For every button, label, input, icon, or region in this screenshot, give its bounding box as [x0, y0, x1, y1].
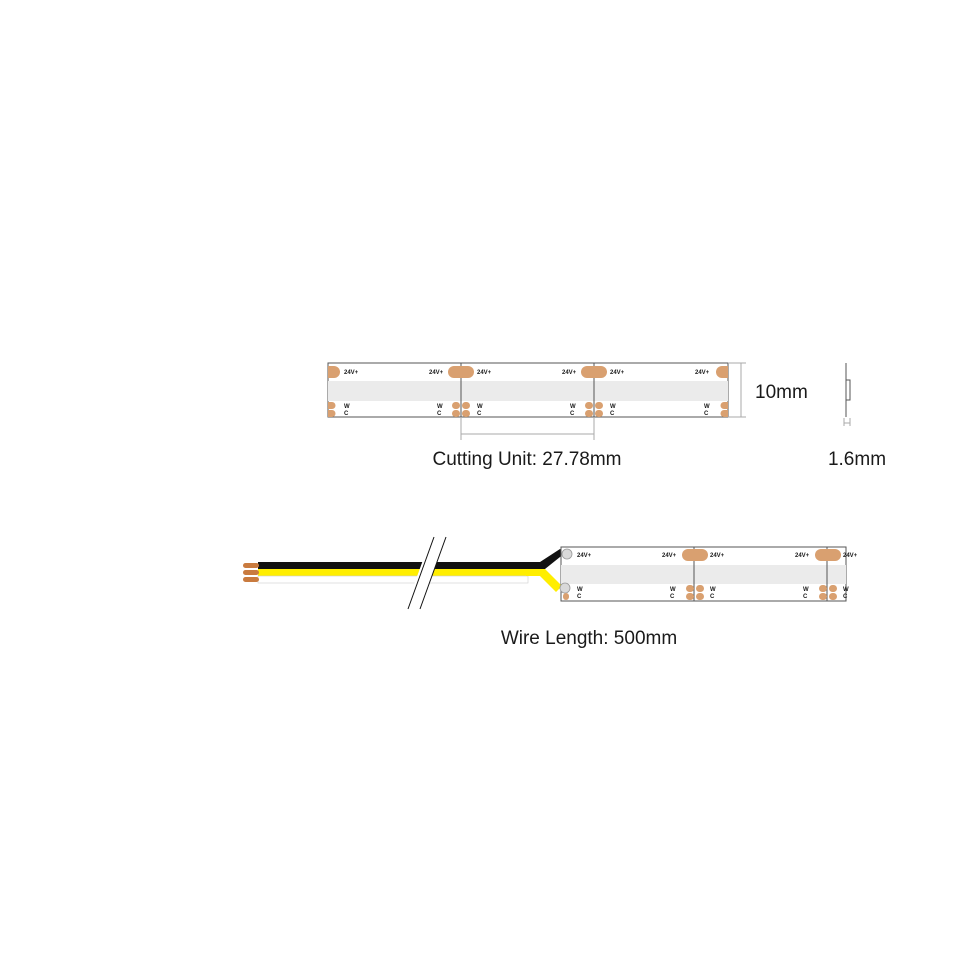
- copper-tip: [243, 563, 259, 568]
- cool-label: C: [577, 594, 582, 600]
- width-label: 10mm: [755, 382, 808, 403]
- wire-yellow-bend: [526, 569, 562, 592]
- warm-label: W: [344, 404, 350, 410]
- voltage-label: 24V+: [610, 370, 625, 376]
- voltage-label: 24V+: [662, 553, 677, 559]
- voltage-label: 24V+: [477, 370, 492, 376]
- solder-joint: [561, 548, 573, 560]
- voltage-label: 24V+: [843, 553, 858, 559]
- cool-label: C: [710, 594, 715, 600]
- warm-label: W: [570, 404, 576, 410]
- thickness-label: 1.6mm: [828, 449, 886, 470]
- top-strip-pad: [448, 366, 474, 378]
- cool-label: C: [570, 411, 575, 417]
- cutting-unit-bracket: [460, 418, 595, 440]
- wire-black-bend: [526, 549, 565, 569]
- cool-label: C: [704, 411, 709, 417]
- top-strip-bottom-pads: [328, 402, 728, 417]
- cool-label: C: [437, 411, 442, 417]
- warm-label: W: [704, 404, 710, 410]
- cool-label: C: [803, 594, 808, 600]
- wire-white: [257, 575, 529, 584]
- cool-label: C: [843, 594, 848, 600]
- voltage-label: 24V+: [429, 370, 444, 376]
- wire-length-label: Wire Length: 500mm: [501, 628, 677, 649]
- warm-label: W: [803, 587, 809, 593]
- warm-label: W: [610, 404, 616, 410]
- break-line-left: [407, 536, 435, 610]
- top-strip-cob-band: [328, 381, 728, 401]
- wired-strip: 24V+ 24V+ 24V+ 24V+ 24V+ W C W C W C W C…: [243, 536, 858, 611]
- warm-label: W: [477, 404, 483, 410]
- cool-label: C: [610, 411, 615, 417]
- voltage-label: 24V+: [795, 553, 810, 559]
- copper-tip: [243, 577, 259, 582]
- cutting-unit-label: Cutting Unit: 27.78mm: [432, 449, 621, 470]
- cool-label: C: [344, 411, 349, 417]
- voltage-label: 24V+: [562, 370, 577, 376]
- wire-black: [258, 562, 528, 569]
- wired-strip-pads: [563, 549, 841, 600]
- break-gap: [406, 539, 444, 611]
- solder-joint: [559, 582, 571, 594]
- voltage-label: 24V+: [710, 553, 725, 559]
- top-strip-pad: [328, 366, 340, 378]
- wired-strip-cob-band: [561, 565, 846, 584]
- cool-label: C: [477, 411, 482, 417]
- copper-tip: [243, 570, 259, 575]
- warm-label: W: [437, 404, 443, 410]
- warm-label: W: [710, 587, 716, 593]
- wire-yellow: [258, 569, 528, 576]
- top-strip-pad: [581, 366, 607, 378]
- voltage-label: 24V+: [695, 370, 710, 376]
- warm-label: W: [670, 587, 676, 593]
- top-strip: 24V+ 24V+ 24V+ 24V+ 24V+ 24V+ W C W C W …: [327, 362, 729, 418]
- voltage-label: 24V+: [344, 370, 359, 376]
- width-dimension-bracket: [729, 362, 746, 418]
- warm-label: W: [577, 587, 583, 593]
- thickness-profile: [843, 363, 851, 426]
- voltage-label: 24V+: [577, 553, 592, 559]
- break-line-right: [419, 536, 447, 610]
- cool-label: C: [670, 594, 675, 600]
- top-strip-pad: [716, 366, 728, 378]
- warm-label: W: [843, 587, 849, 593]
